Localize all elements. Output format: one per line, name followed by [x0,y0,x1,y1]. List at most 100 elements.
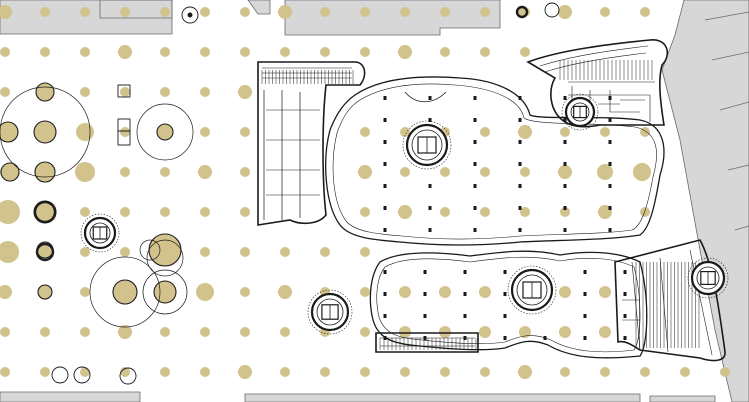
tree-canopy-icon [120,87,130,97]
tree-canopy-icon [238,365,252,379]
south-canopy-outline [369,250,648,359]
building-block-bottom-mid [244,393,641,402]
column-icon [383,228,387,232]
tree-canopy-icon [518,125,532,139]
tree-canopy-icon [360,7,370,17]
stair-cores [80,93,729,335]
column-icon [583,270,587,274]
column-icon [608,140,612,144]
column-icon [423,314,427,318]
stair-core-ring [561,93,599,131]
bollard-3 [515,5,529,19]
stair-core-inner [316,298,344,326]
building-block-top-left-2 [99,0,173,19]
column-icon [423,336,427,340]
tree-canopy-icon [200,87,210,97]
tree-canopy-icon [518,365,532,379]
tree-canopy-icon [680,367,690,377]
tree-canopy-icon [200,247,210,257]
tree-canopy-icon [600,127,610,137]
tree-canopy-icon [398,45,412,59]
stair-core-ring [402,120,452,170]
column-icon [473,96,477,100]
column-icon [563,206,567,210]
building-block-top-mid [247,0,271,15]
building-block-top-left [0,0,173,35]
column-icon [518,206,522,210]
tree-canopy-icon [0,87,10,97]
column-icon [623,292,627,296]
column-icon [463,292,467,296]
stair-core-ring [507,265,557,315]
column-icon [608,184,612,188]
kiosk-square-3 [117,130,131,146]
tree-canopy-icon [200,367,210,377]
tree-drip-ring [142,269,188,315]
tree-canopy-icon [120,167,130,177]
tree-canopy-icon [118,325,132,339]
tree-canopy-icon [40,327,50,337]
stair-core-inner [570,102,590,122]
tree-canopy-icon [200,47,210,57]
column-icon [428,206,432,210]
tree-canopy-icon [0,5,12,19]
building-block-bottom-right [649,395,716,402]
stair-core-ring [687,257,729,299]
tree-canopy-icon [76,123,94,141]
tree-canopy-icon [559,286,571,298]
tree-canopy-icon [160,7,170,17]
tree-canopy-icon [320,367,330,377]
column-icon [503,292,507,296]
tree-canopy-icon [148,233,182,267]
column-icon [518,96,522,100]
column-icon [543,336,547,340]
tree-canopy-icon [400,367,410,377]
column-icon [583,336,587,340]
column-icon [518,228,522,232]
building-block-top-center [284,0,501,36]
tree-canopy-icon [153,280,177,304]
tree-canopy-icon [200,207,210,217]
tree-canopy-icon [278,5,292,19]
tree-canopy-icon [200,327,210,337]
column-icon [428,228,432,232]
tree-canopy-icon [440,367,450,377]
bollard-6 [119,367,137,385]
stair-core-inner [89,222,111,244]
structural-columns [383,96,627,340]
bollard-1 [181,6,199,24]
tree-canopy-icon [560,207,570,217]
tree-canopy-icon [80,327,90,337]
tree-drip-ring [89,256,161,328]
tree-canopy-icon [520,167,530,177]
tree-canopy-icon [360,367,370,377]
tree-drip-ring [146,239,184,277]
north-canopy-inner [332,83,657,240]
tree-canopy-icon [200,127,210,137]
bollard-2 [544,2,560,18]
tree-canopy-icon [360,47,370,57]
column-icon [563,96,567,100]
tree-canopy-icon [360,287,370,297]
column-icon [518,184,522,188]
west-building-hatch [261,70,354,84]
tree-canopy-icon [439,326,451,338]
tree-canopy-icon [120,127,130,137]
tree-canopy-icon [196,283,214,301]
building-block-top-right [661,0,749,402]
tree-canopy-icon [80,207,90,217]
tree-canopy-icon [0,200,20,224]
tree-canopy-icon [40,7,50,17]
tree-canopy-icon [440,47,450,57]
tree-canopy-icon [480,167,490,177]
column-icon [608,96,612,100]
column-icon [623,314,627,318]
column-icon [563,228,567,232]
column-icon [608,118,612,122]
tree-canopy-icon [0,121,19,143]
tree-canopy-icon [480,367,490,377]
stair-core-ring [80,213,120,253]
tree-canopy-icon [80,7,90,17]
tree-canopy-icon [360,207,370,217]
